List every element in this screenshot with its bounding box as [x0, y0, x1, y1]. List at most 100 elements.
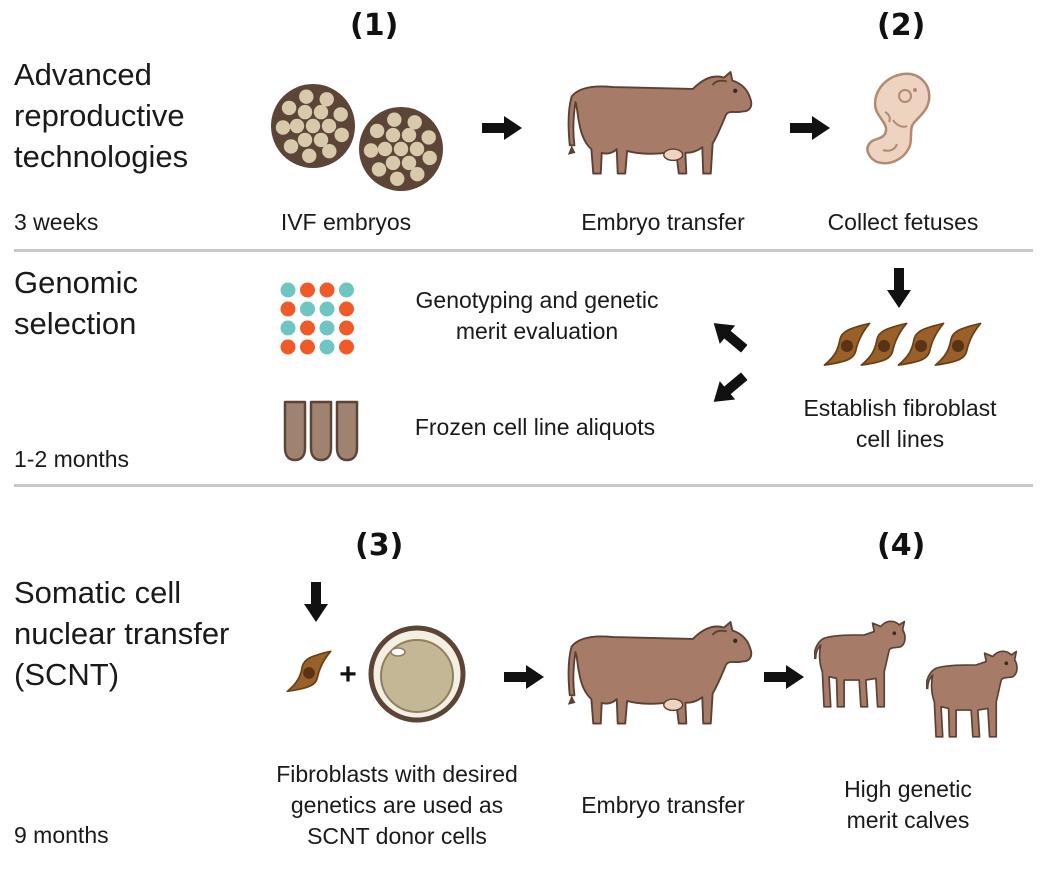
embryo-cell — [410, 167, 425, 182]
genotype-dot — [319, 282, 335, 298]
embryo-cell — [371, 162, 387, 177]
caption-embryo-transfer-2: Embryo transfer — [581, 792, 745, 818]
duration-genomic-selection: 1-2 months — [14, 446, 130, 472]
genotype-dot — [319, 339, 335, 355]
cow-icon — [566, 71, 753, 175]
step-2-label: (2) — [877, 8, 926, 43]
embryo-cell — [283, 139, 299, 154]
embryo-cell — [297, 104, 313, 120]
caption-line: cell lines — [855, 426, 945, 452]
caption-line: genetics are used as — [290, 792, 504, 818]
embryo-cell — [409, 141, 425, 157]
genotype-dot — [339, 339, 354, 355]
step-3-label: (3) — [355, 528, 404, 563]
caption-calves: High genetic merit calves — [798, 774, 1018, 836]
section-title-genomic-selection: Genomic selection — [14, 262, 138, 344]
section-divider-bottom — [14, 484, 1033, 487]
embryo-cell — [377, 141, 393, 157]
embryo-cell — [401, 127, 417, 143]
embryo-cell — [302, 148, 317, 163]
embryo-cell — [393, 141, 409, 157]
section-divider-top — [14, 249, 1033, 252]
embryo-cell — [334, 127, 349, 143]
arrow-icon — [504, 665, 544, 689]
section-title-line: selection — [14, 306, 137, 341]
embryo-cell — [319, 92, 334, 107]
cell-aliquot-tube-icon — [309, 400, 333, 462]
arrow-icon — [482, 116, 522, 140]
caption-line: Genotyping and genetic — [415, 287, 659, 313]
genotype-dot — [280, 282, 296, 298]
ivf-embryo-icon — [271, 84, 355, 168]
embryo-cell — [385, 127, 401, 143]
arrow-icon — [705, 366, 753, 412]
fetus-icon — [866, 72, 931, 165]
embryo-cell — [369, 123, 385, 139]
cell-aliquot-tube-icon — [283, 400, 307, 462]
ivf-embryo-icon — [359, 107, 443, 191]
genotype-dot — [339, 301, 354, 317]
duration-advanced-reproductive: 3 weeks — [14, 209, 99, 235]
genotype-dot — [319, 320, 335, 336]
genotype-dot — [300, 282, 315, 298]
caption-line: High genetic — [844, 776, 972, 802]
embryo-cell — [322, 144, 337, 159]
plus-sign: + — [339, 658, 357, 691]
section-title-line: Somatic cell — [14, 575, 182, 610]
genotype-dot — [300, 320, 315, 336]
arrow-icon — [764, 665, 804, 689]
embryo-cell — [385, 155, 401, 171]
fibroblast-cell-icon — [860, 322, 908, 366]
embryo-cell — [289, 118, 305, 134]
arrow-icon — [887, 268, 911, 308]
arrow-icon — [304, 582, 328, 622]
section-title-line: Genomic — [14, 265, 139, 300]
genotype-dot — [339, 282, 354, 298]
genotype-dot — [300, 301, 315, 317]
calf-icon — [814, 620, 906, 708]
cow-icon — [566, 621, 753, 725]
genotype-dot — [319, 301, 335, 317]
duration-scnt: 9 months — [14, 822, 109, 848]
embryo-cell — [275, 120, 291, 135]
section-title-line: nuclear transfer — [14, 616, 230, 651]
section-title-line: reproductive — [14, 98, 185, 133]
embryo-cell — [422, 150, 437, 166]
embryo-cell — [390, 171, 405, 186]
embryo-cell — [401, 155, 417, 171]
section-title-scnt: Somatic cell nuclear transfer (SCNT) — [14, 572, 229, 695]
embryo-cell — [299, 89, 314, 104]
section-title-advanced-reproductive-technologies: Advanced reproductive technologies — [14, 54, 188, 177]
caption-genotyping: Genotyping and genetic merit evaluation — [372, 285, 702, 347]
embryo-cell — [387, 112, 402, 127]
section-title-line: (SCNT) — [14, 657, 120, 692]
caption-collect-fetuses: Collect fetuses — [827, 209, 979, 235]
embryo-cell — [363, 143, 379, 158]
embryo-cell — [333, 107, 348, 122]
step-1-label: (1) — [350, 8, 399, 43]
fibroblast-cell-icon — [286, 650, 332, 693]
genotype-dot — [280, 301, 296, 317]
arrow-icon — [790, 116, 830, 140]
step-4-label: (4) — [877, 528, 926, 563]
embryo-cell — [305, 118, 321, 134]
embryo-cell — [281, 100, 297, 116]
embryo-cell — [313, 104, 329, 120]
caption-line: SCNT donor cells — [307, 823, 487, 849]
cell-aliquot-tube-icon — [335, 400, 359, 462]
section-title-line: Advanced — [14, 57, 152, 92]
fibroblast-cell-icon — [934, 322, 982, 366]
caption-line: Establish fibroblast — [803, 395, 997, 421]
caption-line: Fibroblasts with desired — [276, 761, 518, 787]
genotype-dot — [300, 339, 315, 355]
caption-frozen-aliquots: Frozen cell line aliquots — [414, 414, 656, 440]
caption-embryo-transfer-1: Embryo transfer — [581, 209, 745, 235]
embryo-cell — [321, 118, 337, 134]
embryo-cell — [313, 132, 329, 148]
fibroblast-cell-icon — [897, 322, 945, 366]
genotype-dot — [280, 320, 296, 336]
fibroblast-cell-icon — [823, 322, 871, 366]
genotype-dot — [280, 339, 296, 355]
caption-fibroblast-lines: Establish fibroblast cell lines — [770, 393, 1030, 455]
